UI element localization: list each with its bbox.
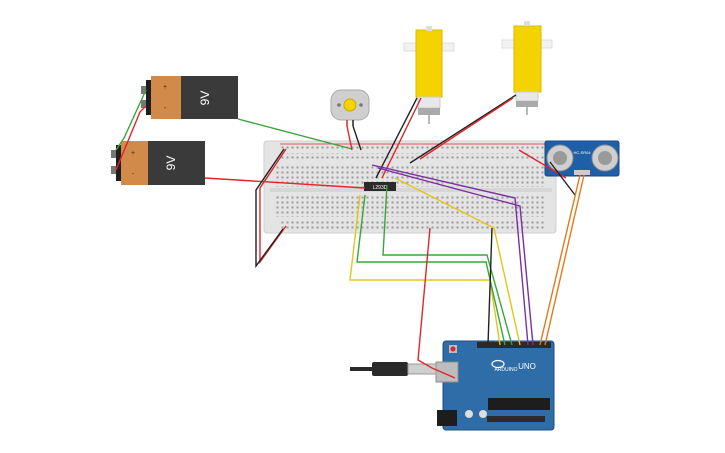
battery-top-cap bbox=[151, 76, 181, 119]
ultrasonic-sensor[interactable]: HC-SR04 bbox=[544, 140, 620, 177]
terminal-strip-top bbox=[276, 164, 546, 187]
gear-motor-left[interactable] bbox=[403, 26, 455, 124]
terminal-strip-bottom bbox=[276, 194, 546, 217]
battery-bottom-terminal-a bbox=[111, 150, 116, 158]
wire-battery-to-board-green bbox=[237, 118, 353, 150]
battery-bottom-plus: + bbox=[131, 150, 135, 157]
battery-top-body bbox=[181, 76, 238, 119]
gear-motor-right[interactable] bbox=[501, 21, 553, 115]
digital-header bbox=[477, 342, 551, 348]
battery-top[interactable]: + - 9V bbox=[141, 76, 238, 119]
driver-label: L293D bbox=[373, 185, 388, 191]
arduino-model: UNO bbox=[518, 362, 536, 371]
battery-bottom-minus: - bbox=[132, 171, 135, 178]
usb-cable bbox=[350, 362, 437, 376]
motor-driver-chip[interactable]: L293D bbox=[364, 182, 396, 191]
analog-header bbox=[487, 416, 545, 422]
battery-bottom-terminal-b bbox=[111, 166, 116, 174]
battery-top-terminal-b bbox=[141, 100, 146, 108]
arduino-logo-icon bbox=[491, 359, 505, 369]
power-rail-top-1 bbox=[280, 145, 546, 151]
battery-top-plus: + bbox=[163, 84, 167, 91]
arduino-uno[interactable]: ARDUINO UNO bbox=[435, 340, 555, 431]
arduino-logo-text: ARDUINO bbox=[494, 367, 517, 373]
wires bbox=[115, 89, 585, 379]
battery-bottom-label: 9V bbox=[164, 156, 178, 171]
wire-battery-to-board-red bbox=[204, 177, 366, 189]
battery-top-label: 9V bbox=[198, 91, 212, 106]
power-jack bbox=[437, 410, 457, 426]
wire-battery-series-red bbox=[115, 105, 147, 171]
center-channel bbox=[270, 188, 552, 192]
power-rail-top-2 bbox=[280, 153, 546, 159]
battery-top-terminal-a bbox=[141, 86, 146, 94]
battery-bottom-body bbox=[148, 141, 205, 185]
breadboard bbox=[263, 140, 557, 234]
wire-battery-series-green bbox=[115, 89, 147, 151]
atmega-chip bbox=[488, 398, 550, 410]
ultrasonic-label: HC-SR04 bbox=[573, 150, 591, 155]
battery-bottom[interactable]: + - 9V bbox=[111, 141, 205, 185]
reset-button[interactable] bbox=[450, 346, 456, 352]
power-rail-bottom-1 bbox=[280, 219, 546, 225]
dc-motor-small[interactable] bbox=[330, 89, 370, 126]
battery-top-minus: - bbox=[164, 105, 167, 112]
motor-shaft-icon bbox=[343, 98, 357, 112]
usb-port bbox=[435, 361, 459, 383]
power-rail-bottom-2 bbox=[280, 226, 546, 231]
